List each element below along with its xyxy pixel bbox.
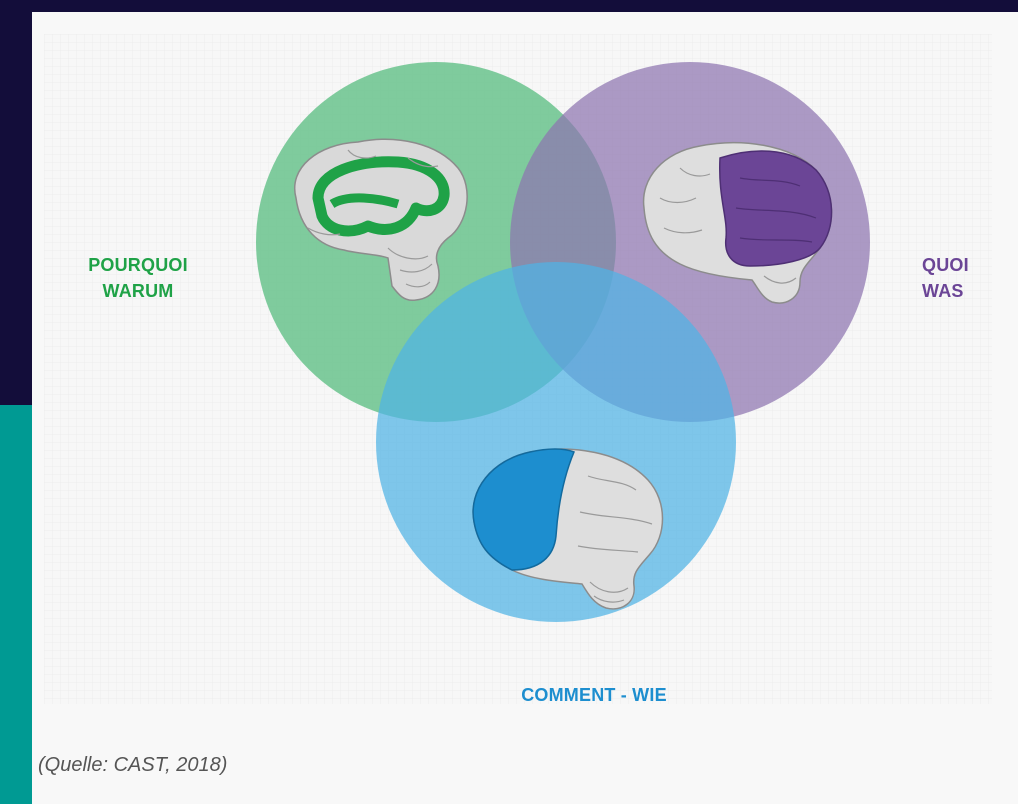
- brain-affective-icon: [293, 138, 468, 302]
- frame-left-dark: [0, 0, 32, 405]
- frame-left-teal: [0, 405, 32, 804]
- label-why-line1: POURQUOI: [88, 255, 188, 275]
- slide-card: POURQUOI WARUM QUOI WAS COMMENT - WIE (Q…: [32, 12, 1018, 804]
- venn-diagram: [44, 34, 992, 704]
- frame-top-bar: [0, 0, 1018, 12]
- brain-recognition-icon: [642, 141, 833, 304]
- label-how: COMMENT - WIE: [521, 685, 667, 705]
- label-what-line1: QUOI: [922, 255, 969, 275]
- label-what-line2: WAS: [922, 281, 964, 301]
- source-caption: (Quelle: CAST, 2018): [38, 754, 228, 776]
- label-what: QUOI WAS: [922, 252, 1002, 304]
- brain-strategic-icon: [472, 448, 664, 610]
- label-why: POURQUOI WARUM: [68, 252, 208, 304]
- venn-figure: POURQUOI WARUM QUOI WAS COMMENT - WIE: [44, 34, 992, 705]
- label-why-line2: WARUM: [102, 281, 174, 301]
